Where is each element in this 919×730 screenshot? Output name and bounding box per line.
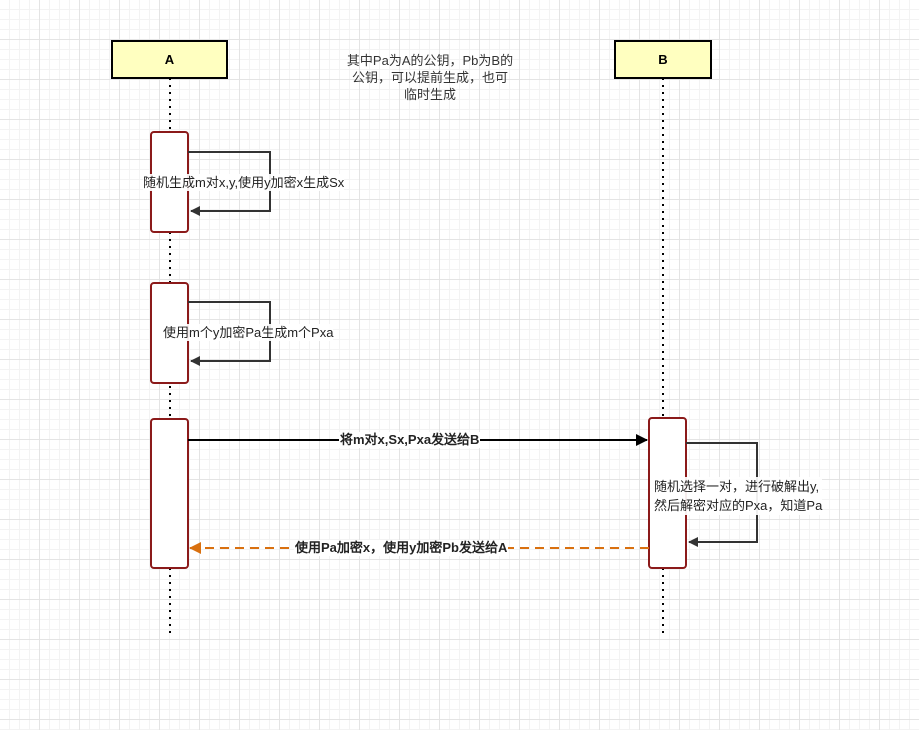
note-line: 公钥，可以提前生成，也可 bbox=[351, 70, 508, 85]
note-text: 其中Pa为A的公钥，Pb为B的 公钥，可以提前生成，也可 临时生成 bbox=[310, 52, 550, 103]
actor-a[interactable]: A bbox=[111, 40, 228, 79]
self-message-label-line: 然后解密对应的Pxa，知道Pa bbox=[654, 498, 823, 513]
actor-a-label: A bbox=[164, 52, 175, 67]
actor-b-label: B bbox=[658, 52, 668, 67]
note-line: 其中Pa为A的公钥，Pb为B的 bbox=[346, 53, 514, 68]
actor-b[interactable]: B bbox=[614, 40, 712, 79]
note-line: 临时生成 bbox=[403, 87, 456, 102]
activation-bar-a-3 bbox=[150, 418, 189, 569]
self-message-label-line: 随机选择一对，进行破解出y, bbox=[654, 479, 820, 494]
self-message-label-3: 随机选择一对，进行破解出y, 然后解密对应的Pxa，知道Pa bbox=[654, 477, 823, 515]
self-message-label-1: 随机生成m对x,y,使用y加密x生成Sx bbox=[143, 174, 345, 191]
message-label-a-to-b: 将m对x,Sx,Pxa发送给B bbox=[339, 432, 481, 448]
message-label-b-to-a: 使用Pa加密x，使用y加密Pb发送给A bbox=[294, 540, 509, 556]
self-message-label-2: 使用m个y加密Pa生成m个Pxa bbox=[163, 324, 334, 341]
